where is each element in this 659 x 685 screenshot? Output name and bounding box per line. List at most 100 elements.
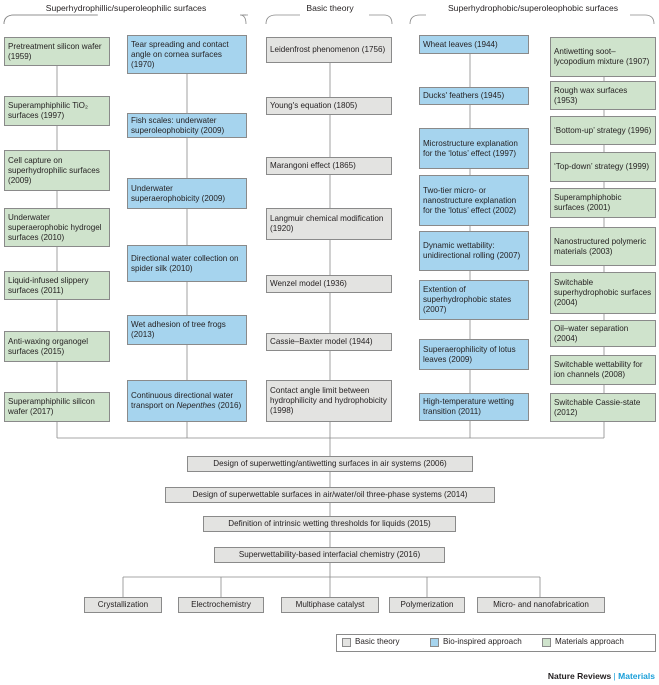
- node-label: Design of superwettable surfaces in air/…: [192, 490, 468, 499]
- node-underwater-superaerophobicity: Underwater superaerophobicity (2009): [127, 178, 247, 209]
- node-superhydrophobic-states: Extention of superhydrophobic states (20…: [419, 280, 529, 320]
- node-label: Switchable superhydrophobic surfaces (20…: [554, 278, 652, 307]
- node-label: Fish scales: underwater superoleophobici…: [131, 115, 225, 135]
- node-label: Underwater superaerophobicity (2009): [131, 183, 226, 203]
- node-label: Polymerization: [400, 600, 454, 609]
- node-superaerophilicity-lotus: Superaerophilicity of lotus leaves (2009…: [419, 339, 529, 370]
- node-cell-capture: Cell capture on superhydrophilic surface…: [4, 150, 110, 191]
- node-design-air-systems: Design of superwetting/antiwetting surfa…: [187, 456, 473, 472]
- node-label: Design of superwetting/antiwetting surfa…: [213, 459, 447, 468]
- node-antiwetting-soot: Antiwetting soot–lycopodium mixture (190…: [550, 37, 656, 77]
- node-cassie-baxter: Cassie–Baxter model (1944): [266, 333, 392, 351]
- node-tear-spreading: Tear spreading and contact angle on corn…: [127, 35, 247, 74]
- node-bottom-up: ‘Bottom-up’ strategy (1996): [550, 116, 656, 145]
- legend-label-basic: Basic theory: [355, 637, 400, 646]
- legend-swatch-materials: [542, 638, 551, 647]
- node-label: Continuous directional water transport o…: [131, 391, 243, 411]
- node-label: ‘Top-down’ strategy (1999): [554, 162, 650, 171]
- node-label: Nanostructured polymeric materials (2003…: [554, 236, 647, 256]
- node-label: Liquid-infused slippery surfaces (2011): [8, 275, 89, 295]
- node-youngs-equation: Young's equation (1805): [266, 97, 392, 115]
- node-label: Superamphiphobic surfaces (2001): [554, 193, 622, 212]
- node-pretreatment-silicon-wafer: Pretreatment silicon wafer (1959): [4, 37, 110, 66]
- node-label: Superwettability-based interfacial chemi…: [238, 550, 421, 559]
- header-superhydrophilic: Superhydrophillic/superoleophilic surfac…: [45, 3, 207, 13]
- node-switchable-ion-channels: Switchable wettability for ion channels …: [550, 355, 656, 385]
- node-label: Dynamic wettability: unidirectional roll…: [423, 241, 521, 260]
- node-oil-water-separation: Oil–water separation (2004): [550, 320, 656, 347]
- node-label: Pretreatment silicon wafer (1959): [8, 41, 102, 61]
- node-label-main: Continuous directional water transport o…: [131, 391, 234, 410]
- node-liquid-infused-slippery: Liquid-infused slippery surfaces (2011): [4, 271, 110, 300]
- node-label: Contact angle limit between hydrophilici…: [270, 386, 387, 415]
- node-label: Antiwetting soot–lycopodium mixture (190…: [554, 47, 650, 66]
- node-label: Microstructure explanation for the ‘lotu…: [423, 138, 518, 158]
- node-micro-nanofabrication: Micro- and nanofabrication: [477, 597, 605, 613]
- node-label: Extention of superhydrophobic states (20…: [423, 285, 512, 314]
- node-switchable-cassie: Switchable Cassie-state (2012): [550, 393, 656, 422]
- node-contact-angle-limit: Contact angle limit between hydrophilici…: [266, 380, 392, 422]
- node-label: Cassie–Baxter model (1944): [270, 337, 373, 346]
- node-label: Micro- and nanofabrication: [493, 600, 589, 609]
- node-label: Superaerophilicity of lotus leaves (2009…: [423, 344, 516, 364]
- node-label: Two-tier micro- or nanostructure explana…: [423, 185, 517, 215]
- node-label: ‘Bottom-up’ strategy (1996): [554, 125, 652, 135]
- node-high-temperature-wetting: High-temperature wetting transition (201…: [419, 393, 529, 421]
- node-lotus-microstructure: Microstructure explanation for the ‘lotu…: [419, 128, 529, 169]
- node-anti-waxing-organogel: Anti-waxing organogel surfaces (2015): [4, 331, 110, 362]
- legend-label-bio: Bio-inspired approach: [443, 637, 522, 646]
- node-label: Rough wax surfaces (1953): [554, 85, 628, 105]
- node-label: Wet adhesion of tree frogs (2013): [131, 320, 226, 339]
- node-top-down: ‘Top-down’ strategy (1999): [550, 152, 656, 182]
- node-label: Oil–water separation (2004): [554, 323, 629, 343]
- legend-swatch-bio: [430, 638, 439, 647]
- node-label: Young's equation (1805): [270, 101, 358, 110]
- journal-section: Materials: [618, 671, 655, 681]
- node-marangoni: Marangoni effect (1865): [266, 157, 392, 175]
- legend-swatch-basic: [342, 638, 351, 647]
- node-nanostructured-polymeric: Nanostructured polymeric materials (2003…: [550, 227, 656, 266]
- node-underwater-superaerophobic-hydrogel: Underwater superaerophobic hydrogel surf…: [4, 208, 110, 247]
- journal-name: Nature Reviews: [547, 671, 612, 681]
- journal-separator: |: [613, 671, 616, 681]
- journal-credit: Nature Reviews | Materials: [548, 671, 655, 681]
- node-label: Wenzel model (1936): [270, 279, 347, 288]
- node-label-italic: Nepenthes: [176, 401, 216, 410]
- node-multiphase-catalyst: Multiphase catalyst: [281, 597, 379, 613]
- node-superamphiphobic: Superamphiphobic surfaces (2001): [550, 188, 656, 218]
- node-superamphiphilic-silicon-wafer: Superamphiphilic silicon wafer (2017): [4, 392, 110, 422]
- node-langmuir: Langmuir chemical modification (1920): [266, 208, 392, 240]
- node-crystallization: Crystallization: [84, 597, 162, 613]
- node-label: Ducks' feathers (1945): [423, 91, 505, 100]
- node-fish-scales: Fish scales: underwater superoleophobici…: [127, 113, 247, 138]
- node-label: Tear spreading and contact angle on corn…: [131, 39, 229, 69]
- node-label: Superamphiphilic silicon wafer (2017): [8, 397, 95, 416]
- node-label: Electrochemistry: [191, 600, 251, 609]
- node-superamphiphilic-tio2: Superamphiphilic TiO₂ surfaces (1997): [4, 96, 110, 126]
- node-label: Crystallization: [97, 600, 149, 609]
- node-label-year: (2016): [215, 401, 242, 410]
- legend: [336, 634, 656, 652]
- node-electrochemistry: Electrochemistry: [178, 597, 264, 613]
- node-intrinsic-wetting-thresholds: Definition of intrinsic wetting threshol…: [203, 516, 456, 532]
- node-label: Wheat leaves (1944): [423, 39, 498, 49]
- node-label: Langmuir chemical modification (1920): [270, 214, 384, 233]
- node-label: Cell capture on superhydrophilic surface…: [8, 155, 100, 185]
- node-label: Leidenfrost phenomenon (1756): [270, 45, 386, 54]
- node-label: Underwater superaerophobic hydrogel surf…: [8, 212, 102, 242]
- node-label: Anti-waxing organogel surfaces (2015): [8, 336, 89, 356]
- legend-label-materials: Materials approach: [555, 637, 624, 646]
- node-interfacial-chemistry: Superwettability-based interfacial chemi…: [214, 547, 445, 563]
- node-design-three-phase: Design of superwettable surfaces in air/…: [165, 487, 495, 503]
- node-nepenthes: Continuous directional water transport o…: [127, 380, 247, 422]
- node-leidenfrost: Leidenfrost phenomenon (1756): [266, 37, 392, 63]
- node-spider-silk: Directional water collection on spider s…: [127, 245, 247, 282]
- node-label: Marangoni effect (1865): [270, 161, 356, 170]
- node-polymerization: Polymerization: [389, 597, 465, 613]
- header-superhydrophobic: Superhydrophobic/superoleophobic surface…: [447, 3, 619, 13]
- node-wheat-leaves: Wheat leaves (1944): [419, 35, 529, 54]
- node-switchable-superhydrophobic: Switchable superhydrophobic surfaces (20…: [550, 272, 656, 314]
- node-ducks-feathers: Ducks' feathers (1945): [419, 87, 529, 105]
- node-label: High-temperature wetting transition (201…: [423, 397, 514, 416]
